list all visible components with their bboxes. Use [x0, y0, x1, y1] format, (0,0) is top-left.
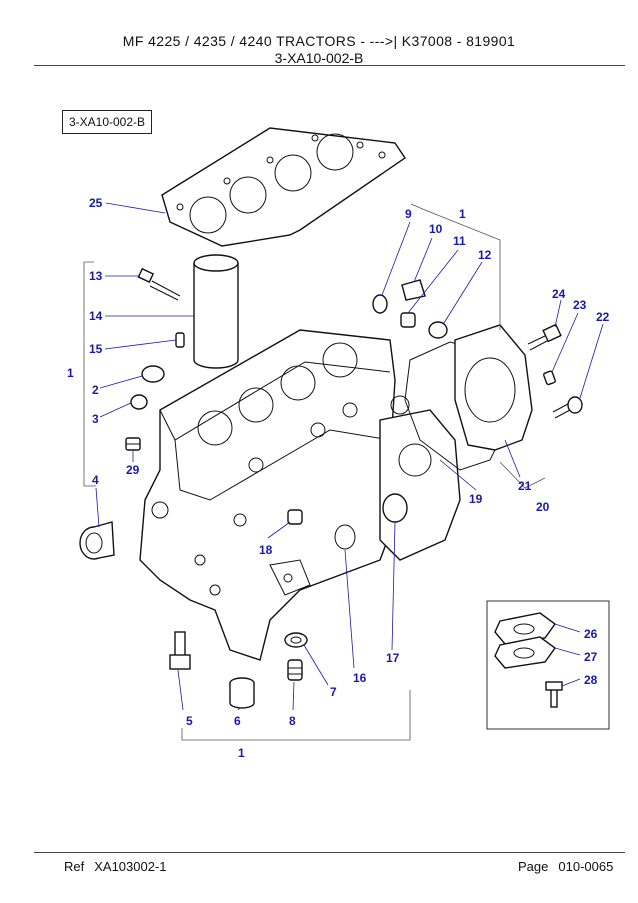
callout-18: 18	[259, 543, 273, 557]
camshaft-bushing	[79, 521, 115, 560]
callout-26: 26	[584, 627, 598, 641]
seal-housing	[428, 321, 448, 339]
callout-1-top: 1	[459, 207, 466, 221]
callout-25: 25	[89, 196, 103, 210]
ref-value: XA103002-1	[94, 859, 167, 874]
callout-23: 23	[573, 298, 587, 312]
expansion-plug-3	[130, 394, 148, 410]
callout-20: 20	[536, 500, 550, 514]
leader-lines	[95, 202, 604, 711]
diagram-code: 3-XA10-002-B	[274, 50, 364, 66]
page-value: 010-0065	[558, 859, 614, 874]
front-housing	[379, 395, 461, 561]
callout-24: 24	[552, 287, 566, 301]
callout-brackets	[83, 203, 546, 741]
sleeve-11	[400, 312, 416, 328]
callout-4: 4	[92, 473, 99, 487]
head-gasket	[161, 127, 406, 247]
callout-22: 22	[596, 310, 610, 324]
header-divider	[34, 65, 625, 66]
callout-16: 16	[353, 671, 367, 685]
callout-28: 28	[584, 673, 598, 687]
stud-bolt	[169, 631, 191, 670]
callout-15: 15	[89, 342, 103, 356]
diagram-box-label: 3-XA10-002-B	[62, 110, 152, 134]
bolt-24	[527, 323, 562, 351]
page-label: Page	[518, 859, 549, 874]
footer-ref: Ref XA103002-1	[64, 859, 167, 874]
callout-6: 6	[234, 714, 241, 728]
head-bolt	[137, 267, 181, 301]
cylinder-block	[139, 329, 396, 661]
pin-23	[543, 370, 556, 386]
callout-3: 3	[92, 412, 99, 426]
callout-1-left: 1	[67, 366, 74, 380]
inset-box	[486, 600, 610, 730]
callout-2: 2	[92, 383, 99, 397]
callout-1-bottom: 1	[238, 746, 245, 760]
page-title: MF 4225 / 4235 / 4240 TRACTORS - --->| K…	[122, 33, 516, 49]
callout-10: 10	[429, 222, 443, 236]
callout-11: 11	[453, 234, 466, 248]
dowel-pin	[175, 332, 185, 348]
callout-29: 29	[126, 463, 140, 477]
callout-7: 7	[330, 685, 337, 699]
cylinder-liner	[193, 254, 239, 369]
callout-9: 9	[405, 207, 412, 221]
thrust-washer	[372, 294, 388, 314]
bushing-10	[401, 279, 426, 301]
bleeder-plug	[287, 509, 303, 525]
ref-label: Ref	[64, 859, 85, 874]
rear-plate-gasket	[404, 324, 533, 471]
callout-19: 19	[469, 492, 483, 506]
bolt-22	[552, 396, 583, 419]
callout-21: 21	[518, 479, 532, 493]
plug-8	[287, 659, 303, 681]
callout-13: 13	[89, 269, 103, 283]
callout-5: 5	[186, 714, 193, 728]
callout-17: 17	[386, 651, 400, 665]
expansion-plug-2	[141, 365, 165, 383]
callout-labels: 25 13 14 15 1 2 3 29 4 9 1 10 11 12 24 2…	[67, 196, 610, 760]
sleeve-6	[229, 677, 255, 709]
footer-divider	[34, 852, 625, 853]
callout-12: 12	[478, 248, 492, 262]
footer-page: Page 010-0065	[518, 859, 613, 874]
callout-27: 27	[584, 650, 598, 664]
callout-8: 8	[289, 714, 296, 728]
washer-7	[284, 632, 308, 648]
drain-plug	[125, 437, 141, 451]
callout-14: 14	[89, 309, 103, 323]
